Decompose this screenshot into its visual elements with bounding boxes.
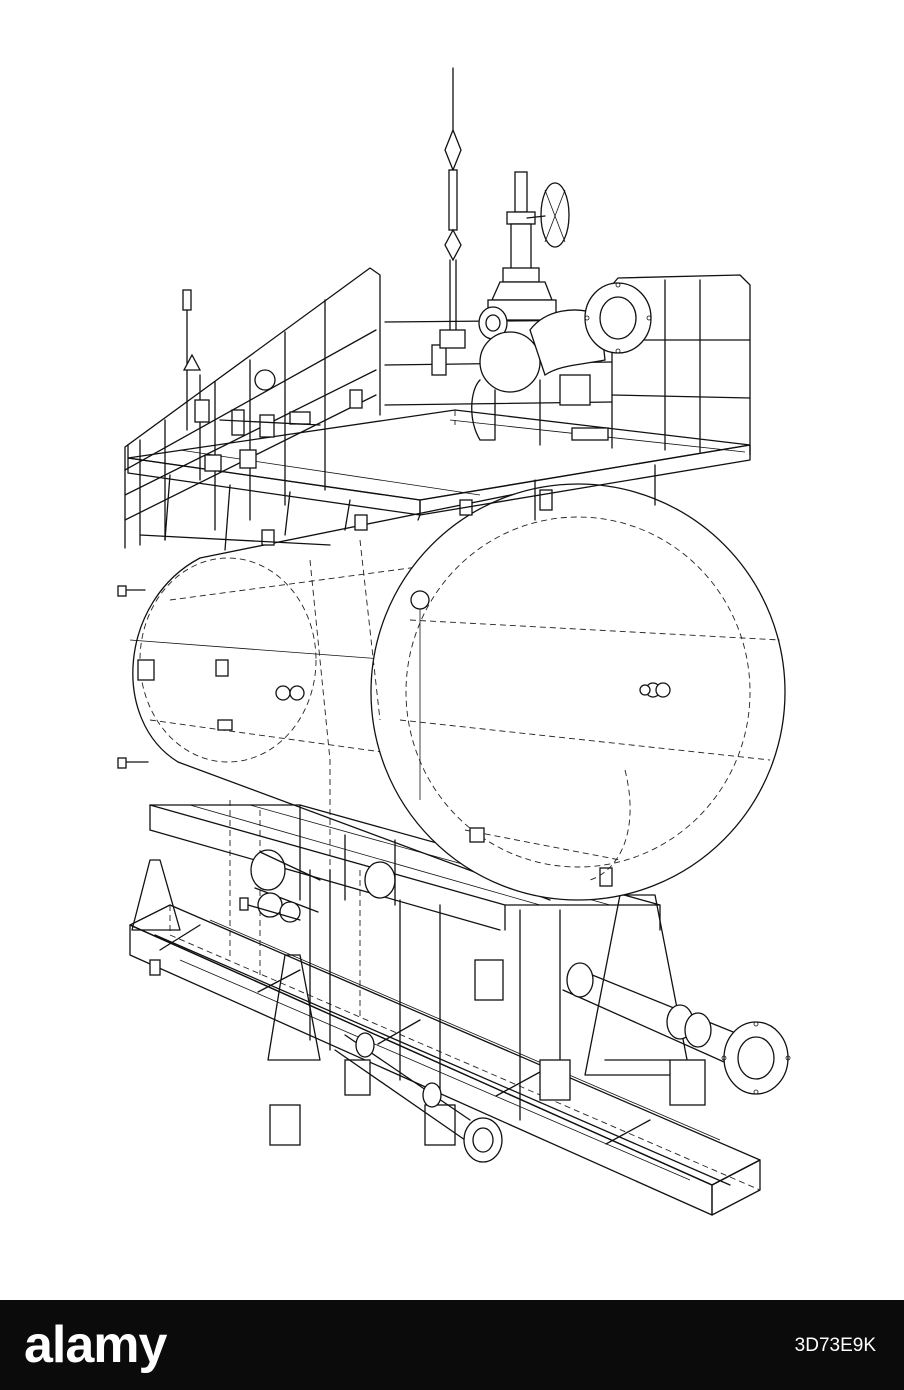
wireframe-vessel-svg [117,67,791,1216]
left-handrail [124,267,381,549]
horizontal-vessel [117,483,786,901]
header-pipe-left [334,1032,503,1163]
stock-footer-bar: alamy 3D73E9K [0,1300,904,1390]
gate-valve [487,171,570,321]
image-id-label: 3D73E9K [794,1335,876,1356]
elbow-flange [471,282,652,446]
header-pipe-right [562,962,791,1095]
lower-pipework [239,829,396,923]
base-skid-frame [129,904,761,1216]
technical-drawing [117,67,791,1216]
saddle-supports [131,800,706,1146]
brand-logo: alamy [24,1316,167,1374]
antenna-mast [439,67,466,349]
instrument-cluster [182,289,609,481]
